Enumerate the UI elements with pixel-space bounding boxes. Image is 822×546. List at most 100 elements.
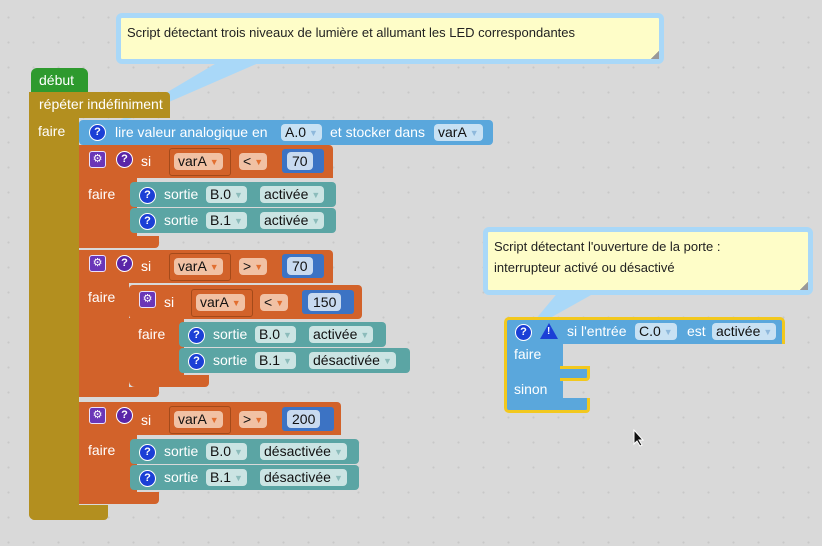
output-label: sortie [164,186,199,202]
help-icon[interactable]: ? [116,151,133,168]
variable-dropdown[interactable]: varA▼ [434,124,483,141]
if-block-2[interactable]: ⚙ ? si varA▼ >▼ 70 [79,250,333,283]
nested-if-body: faire [129,318,184,380]
mouse-cursor-icon [633,429,645,447]
if-input-block[interactable]: ? ! si l'entrée C.0▼ est activée▼ [504,317,785,344]
pin-dropdown[interactable]: B.0▼ [206,186,247,203]
help-icon[interactable]: ? [139,213,156,230]
state-dropdown[interactable]: activée▼ [260,212,325,229]
gear-icon[interactable]: ⚙ [89,407,106,424]
output-label: sortie [213,326,248,342]
comment-2-line-1: Script détectant l'ouverture de la porte… [494,239,721,254]
state-dropdown[interactable]: désactivée▼ [260,443,347,460]
loop-label: répéter indéfiniment [39,96,163,112]
number-input[interactable]: 70 [287,257,313,275]
gear-icon[interactable]: ⚙ [89,255,106,272]
output-label: sortie [164,212,199,228]
chevron-down-icon: ▼ [254,415,264,425]
comment-1-text: Script détectant trois niveaux de lumièr… [127,25,576,40]
help-icon[interactable]: ? [188,353,205,370]
comment-resize-handle[interactable] [800,282,808,290]
if-block-2-bottom [79,387,159,397]
output-label: sortie [164,469,199,485]
else-label: sinon [514,381,548,397]
if-input-body: faire sinon [504,343,563,413]
chevron-down-icon: ▼ [209,415,219,425]
pin-dropdown[interactable]: B.1▼ [206,469,247,486]
operator-dropdown[interactable]: <▼ [239,153,268,170]
output-block[interactable]: ? sortie B.0▼ activée▼ [179,322,386,347]
operator-dropdown[interactable]: >▼ [239,411,268,428]
do-label: faire [88,289,116,305]
output-label: sortie [164,443,199,459]
help-icon[interactable]: ? [116,407,133,424]
if-block-3[interactable]: ⚙ ? si varA▼ >▼ 200 [79,402,341,435]
state-dropdown[interactable]: désactivée▼ [309,352,396,369]
output-block[interactable]: ? sortie B.1▼ activée▼ [130,208,336,233]
help-icon[interactable]: ? [139,444,156,461]
chevron-down-icon: ▼ [231,298,241,308]
compare-var-dropdown[interactable]: varA▼ [174,258,223,275]
pin-dropdown[interactable]: B.0▼ [255,326,296,343]
chevron-down-icon: ▼ [275,298,285,308]
help-icon[interactable]: ? [139,187,156,204]
read-label-prefix: lire valeur analogique en [115,124,268,140]
compare-var-dropdown[interactable]: varA▼ [196,294,245,311]
chevron-down-icon: ▼ [333,447,343,457]
compare-var-dropdown[interactable]: varA▼ [174,153,223,170]
number-input[interactable]: 150 [308,293,342,311]
chevron-down-icon: ▼ [469,128,479,138]
nested-if-block[interactable]: ⚙ si varA▼ <▼ 150 [129,285,362,319]
do-label: faire [88,186,116,202]
help-icon[interactable]: ? [515,324,532,341]
loop-block[interactable]: répéter indéfiniment [29,92,170,118]
state-dropdown[interactable]: activée▼ [260,186,325,203]
number-input[interactable]: 70 [287,152,313,170]
help-icon[interactable]: ? [139,470,156,487]
comment-1[interactable]: Script détectant trois niveaux de lumièr… [116,13,664,64]
read-analog-block[interactable]: ? lire valeur analogique en A.0▼ et stoc… [79,120,493,145]
output-block[interactable]: ? sortie B.0▼ activée▼ [130,182,336,207]
comment-2[interactable]: Script détectant l'ouverture de la porte… [483,227,813,295]
gear-icon[interactable]: ⚙ [89,151,106,168]
state-dropdown[interactable]: désactivée▼ [260,469,347,486]
help-icon[interactable]: ? [116,255,133,272]
help-icon[interactable]: ? [89,124,106,141]
chevron-down-icon: ▼ [209,262,219,272]
if-label: si [141,153,152,169]
loop-bottom [29,505,108,520]
output-label: sortie [213,352,248,368]
gear-icon[interactable]: ⚙ [139,291,156,308]
loop-do-label: faire [38,123,66,139]
pin-dropdown[interactable]: B.1▼ [255,352,296,369]
do-label: faire [138,326,166,342]
pin-dropdown[interactable]: B.0▼ [206,443,247,460]
analog-port-dropdown[interactable]: A.0▼ [281,124,322,141]
chevron-down-icon: ▼ [254,262,264,272]
operator-dropdown[interactable]: <▼ [260,294,289,311]
chevron-down-icon: ▼ [663,327,673,337]
chevron-down-icon: ▼ [209,157,219,167]
chevron-down-icon: ▼ [311,216,321,226]
if-block-1[interactable]: ⚙ ? si varA▼ <▼ 70 [79,145,333,178]
comment-resize-handle[interactable] [651,51,659,59]
pin-dropdown[interactable]: B.1▼ [206,212,247,229]
input-state-dropdown[interactable]: activée▼ [712,323,777,340]
help-icon[interactable]: ? [188,327,205,344]
input-pin-dropdown[interactable]: C.0▼ [635,323,677,340]
compare-var-dropdown[interactable]: varA▼ [174,411,223,428]
output-block[interactable]: ? sortie B.1▼ désactivée▼ [130,465,359,490]
chevron-down-icon: ▼ [309,128,318,138]
start-block[interactable]: début [31,68,88,94]
operator-dropdown[interactable]: >▼ [239,258,268,275]
output-block[interactable]: ? sortie B.0▼ désactivée▼ [130,439,359,464]
do-label: faire [514,346,542,362]
do-label: faire [88,442,116,458]
number-input[interactable]: 200 [287,410,321,428]
output-block[interactable]: ? sortie B.1▼ désactivée▼ [179,348,410,373]
warning-icon[interactable]: ! [540,323,558,339]
if-label: si [141,412,152,428]
nested-if-bottom [129,375,209,387]
state-dropdown[interactable]: activée▼ [309,326,374,343]
if-block-1-body: faire [79,178,137,240]
